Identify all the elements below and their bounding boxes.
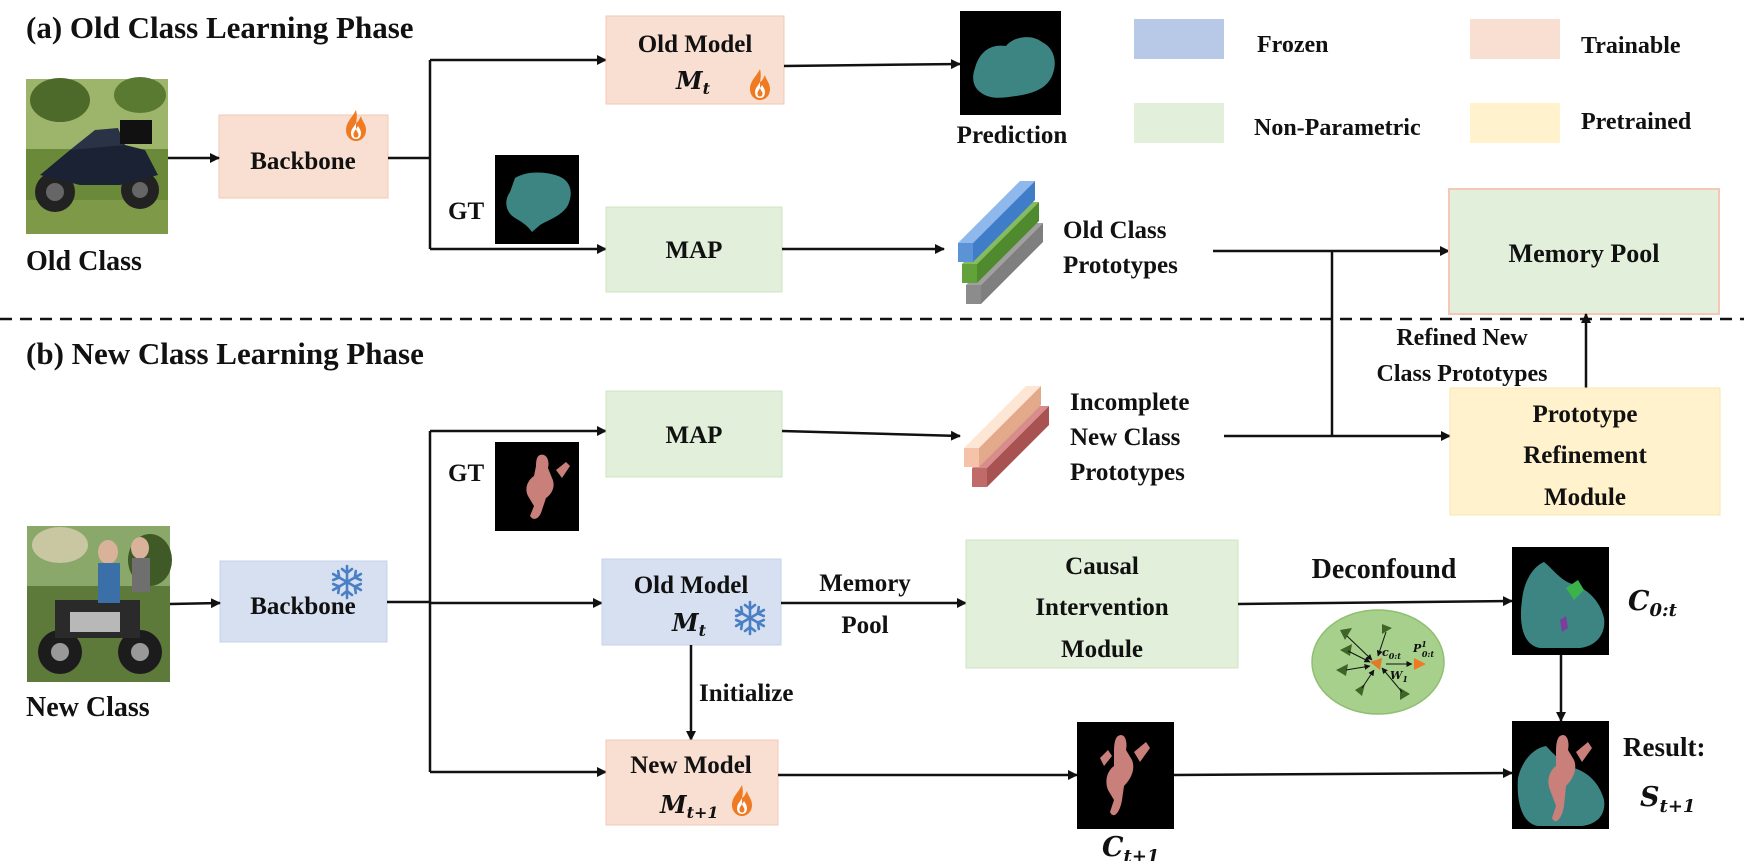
memory-pool-box [1448,188,1720,315]
prototype-refinement-module-box [1449,387,1721,516]
old-gt-label: GT [448,198,484,225]
prm-label-line3: Module [1544,484,1626,511]
result-label: Result: [1623,732,1706,762]
old-prototypes-label-line1: Old Class [1063,217,1167,244]
c0t-mask [1512,547,1609,655]
prediction-label: Prediction [957,122,1068,149]
legend-frozen-label: Frozen [1257,32,1329,58]
result-symbol: St+1 [1640,782,1695,817]
ct1-symbol: Ct+1 [1102,832,1159,861]
old-phase-title: (a) Old Class Learning Phase [26,10,414,45]
new-map-to-prototypes-arrow [781,429,961,441]
incomplete-prototypes-line3: Prototypes [1070,459,1185,486]
old-prototypes-label-line2: Prototypes [1063,252,1178,279]
memory-pool-edge-line2: Pool [841,612,888,639]
new-model-symbol: Mt+1 [659,790,719,822]
refined-prototypes-line2: Class Prototypes [1377,361,1548,387]
memory-pool-label: Memory Pool [1509,239,1660,268]
old-gt-mask [495,155,579,244]
legend-nonparam-label: Non-Parametric [1254,115,1421,141]
legend-frozen-swatch [1134,19,1224,59]
legend-nonparam-swatch [1134,103,1224,143]
old-model-symbol-b: Mt [671,608,707,640]
old-model-symbol-a: Mt [675,66,711,98]
new-prototypes-stack-icon [964,386,1049,487]
legend-pretrained-swatch [1470,103,1560,143]
new-map-box [605,390,783,478]
svg-text:W1: W1 [1390,669,1408,684]
new-phase-title: (b) New Class Learning Phase [26,336,424,371]
new-map-label: MAP [666,422,723,449]
ct1-mask [1077,722,1174,829]
cim-to-c0t-arrow [1237,596,1513,607]
memory-pool-edge-line1: Memory [819,570,911,597]
c0t-symbol: C0:t [1628,586,1678,621]
new-gt-label: GT [448,460,484,487]
prm-label-line1: Prototype [1532,401,1637,428]
svg-text:P10:t: P10:t [1412,639,1434,659]
old-model-box-a [605,15,785,105]
legend-trainable-label: Trainable [1581,33,1681,59]
old-class-photo [26,77,168,234]
prm-label-line2: Refinement [1523,442,1647,469]
causal-intervention-module-box [965,539,1239,669]
cim-label-line1: Causal [1065,553,1139,580]
cim-label-line2: Intervention [1035,594,1168,621]
deconfound-label: Deconfound [1312,554,1457,585]
ct1-to-result-arrow [1173,768,1513,779]
cim-label-line3: Module [1061,636,1143,663]
legend-trainable-swatch [1470,19,1560,59]
new-backbone-label: Backbone [250,593,356,620]
old-model-label-a: Old Model [638,31,753,58]
new-gt-mask [495,442,579,531]
old-map-box [605,206,783,293]
prediction-mask [960,11,1061,115]
svg-text:c0:t: c0:t [1382,646,1401,661]
incomplete-prototypes-line2: New Class [1070,424,1181,451]
legend-pretrained-label: Pretrained [1581,109,1692,135]
new-class-photo [27,526,172,682]
old-map-label: MAP [666,237,723,264]
old-prototypes-stack-icon [958,181,1043,304]
old-model-label-b: Old Model [634,572,749,599]
new-class-caption: New Class [26,692,150,723]
incomplete-prototypes-line1: Incomplete [1070,389,1189,416]
old-class-caption: Old Class [26,246,142,277]
new-photo-to-backbone-arrow [169,598,221,609]
refined-prototypes-line1: Refined New [1396,325,1528,351]
oldmodel-to-prediction-arrow [783,59,961,70]
new-model-label: New Model [630,752,752,779]
result-mask [1512,721,1609,829]
old-backbone-label: Backbone [250,148,356,175]
initialize-label: Initialize [699,680,793,707]
